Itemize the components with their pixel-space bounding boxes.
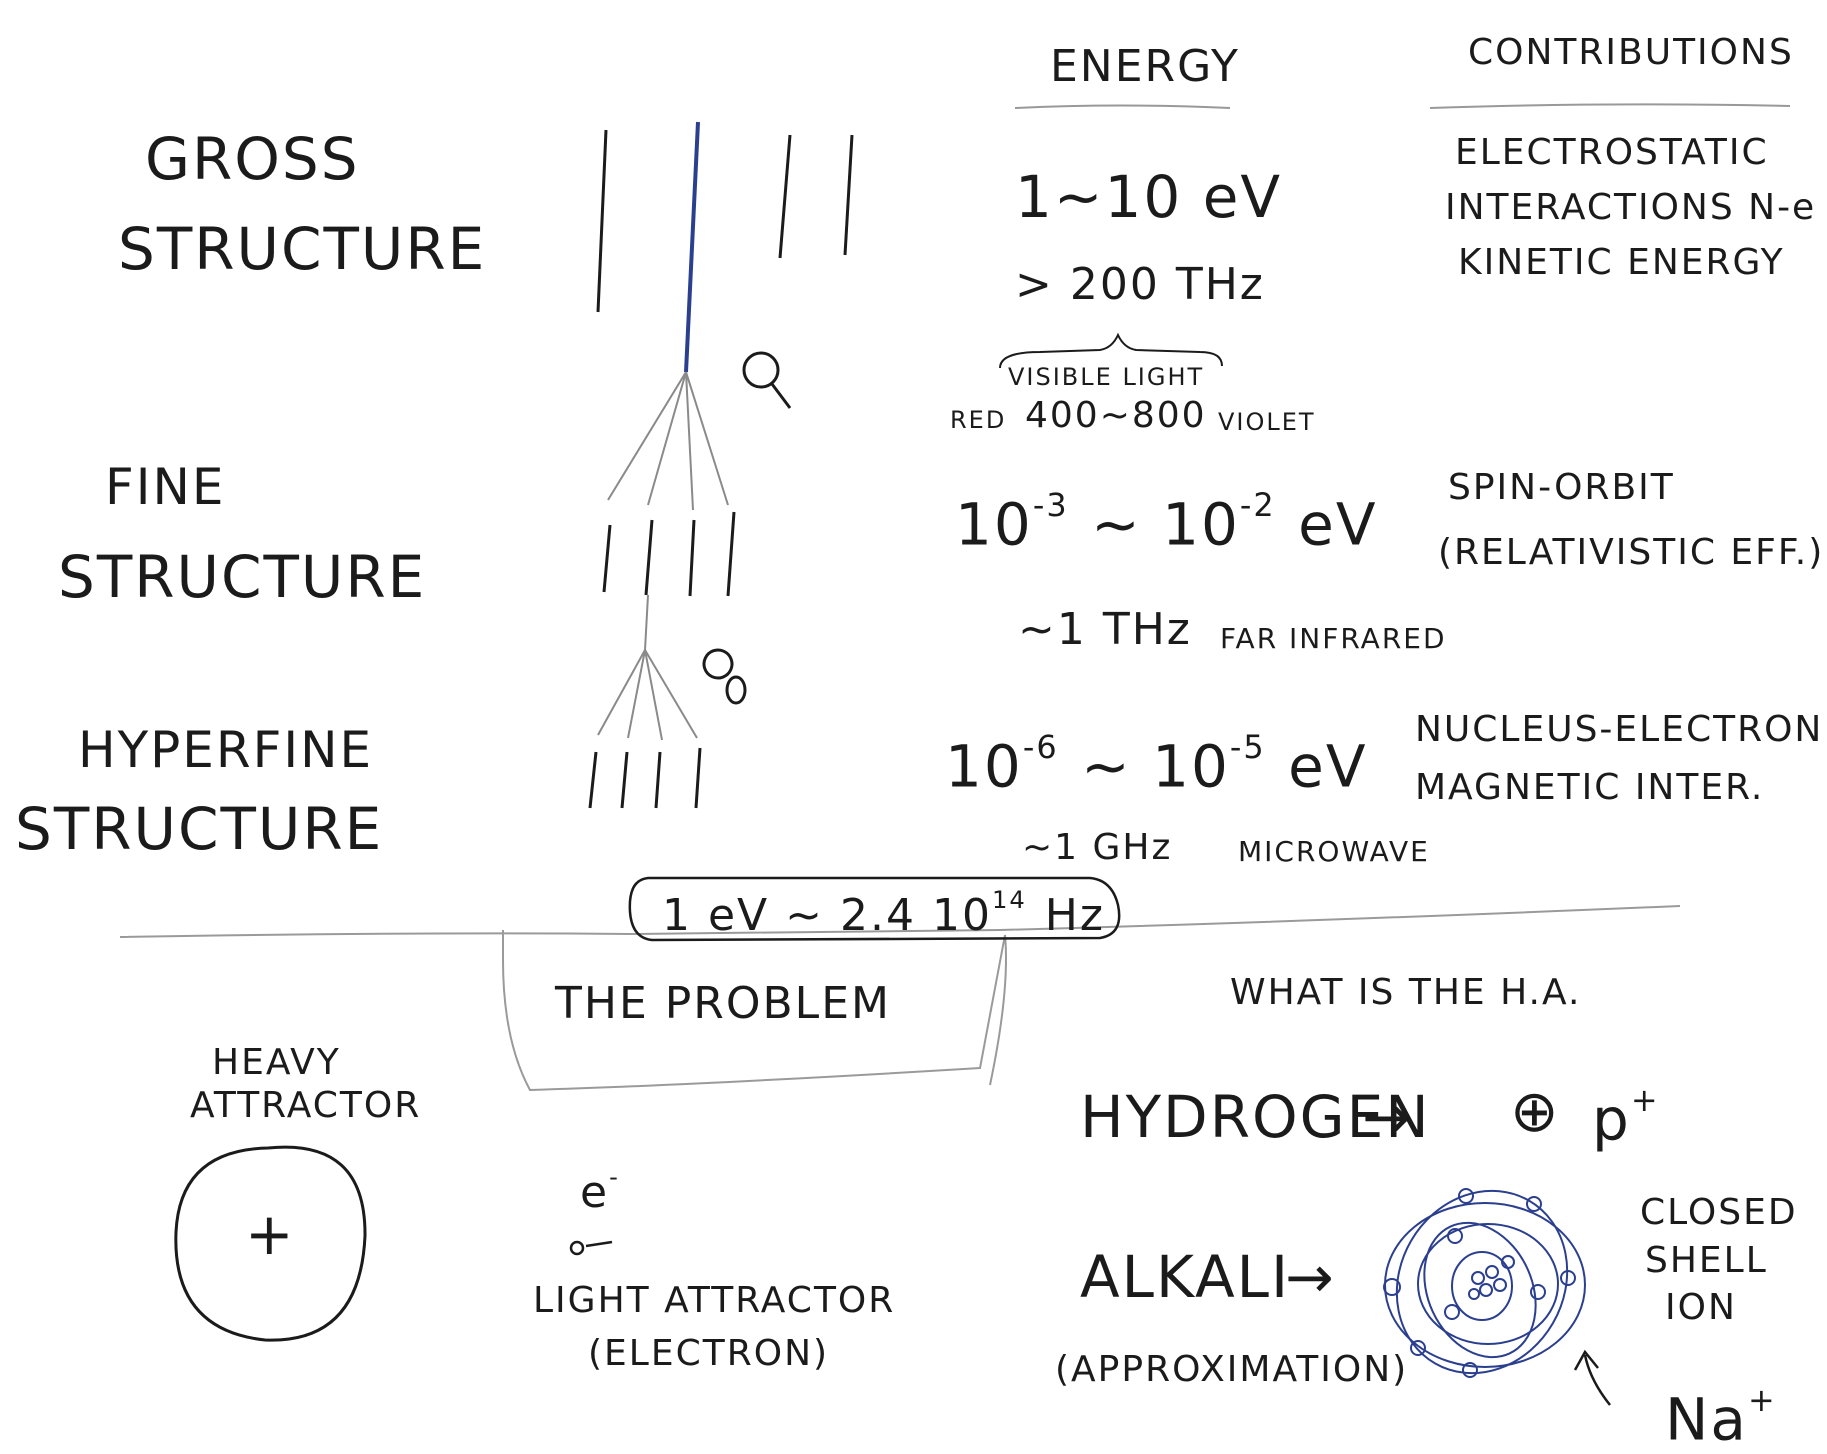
closed-shell-label-2: SHELL [1645,1240,1768,1281]
fine-label-2: STRUCTURE [58,543,427,611]
light-attractor-label-1: LIGHT ATTRACTOR [533,1280,896,1321]
energy-header: ENERGY [1050,41,1240,92]
alkali-atom-diagram [1383,1188,1586,1378]
electron-dot [569,1240,585,1256]
fine-energy-sep: ~ [1091,490,1142,559]
heavy-attractor-circle [174,1145,367,1342]
closed-shell-label-1: CLOSED [1640,1192,1798,1233]
fine-band: FAR INFRARED [1220,622,1447,655]
hyperfine-energy-unit: eV [1288,732,1368,801]
visible-light-label: VISIBLE LIGHT [1008,363,1205,391]
closed-shell-label-3: ION [1665,1287,1737,1328]
fine-frequency: ~1 THz [1018,604,1192,655]
plus-sign: + [245,1200,296,1268]
red-label: RED [950,406,1007,434]
gross-contribution-3: KINETIC ENERGY [1458,242,1785,283]
hyperfine-energy-base-1: 10 [945,732,1023,801]
gross-contribution-2: INTERACTIONS N-e [1445,187,1817,228]
gross-energy-range: 1~10 eV [1015,163,1283,231]
hyperfine-energy-sep: ~ [1081,732,1132,801]
hyperfine-energy-base-2: 10 [1152,732,1230,801]
ha-question: WHAT IS THE H.A. [1230,972,1582,1013]
hyperfine-contribution-2: MAGNETIC INTER. [1415,767,1765,808]
electron-symbol-letter: e [580,1166,610,1218]
violet-label: VIOLET [1218,408,1316,436]
hyperfine-frequency: ~1 GHz [1022,827,1173,868]
gross-label-1: GROSS [145,125,360,193]
conversion-unit: Hz [1044,889,1105,941]
gross-level-lines [596,121,854,373]
hyperfine-energy-exp-2: -5 [1229,728,1266,766]
visible-light-brace [999,332,1223,369]
hyperfine-contribution-1: NUCLEUS-ELECTRON [1415,709,1824,750]
fine-energy-unit: eV [1298,490,1378,559]
wavelength-range: 400~800 [1025,395,1207,436]
proton-charge: + [1630,1081,1660,1119]
problem-box [502,930,1006,1092]
heavy-attractor-label-1: HEAVY [212,1042,341,1083]
sodium-charge: + [1747,1381,1777,1419]
section-divider [119,905,1681,938]
hyperfine-label-1: HYPERFINE [78,721,374,779]
proton-label: p+ [1592,1084,1662,1149]
contributions-header: CONTRIBUTIONS [1468,32,1794,73]
magnifier-icon [742,351,792,409]
fine-stem [644,594,649,651]
energy-underline [1014,104,1231,109]
hydrogen-arrow: → [1362,1083,1413,1151]
fine-energy-exp-1: -3 [1032,486,1069,524]
conversion-prefix: 1 eV ~ 2.4 10 [662,889,992,941]
sodium-ion-label: Na+ [1665,1384,1779,1449]
heavy-attractor-label-2: ATTRACTOR [190,1085,422,1126]
hyperfine-band: MICROWAVE [1238,835,1430,868]
alkali-arrow: → [1285,1243,1336,1311]
alkali-label: ALKALI [1080,1243,1291,1311]
hydrogen-label: HYDROGEN [1080,1083,1431,1151]
gross-frequency: > 200 THz [1015,259,1265,310]
proton-icon: ⊕ [1510,1077,1561,1145]
light-attractor-label-2: (ELECTRON) [588,1333,830,1374]
fine-to-hyperfine-fan [597,649,698,741]
fine-energy-range: 10-3 ~ 10-2 eV [955,489,1378,554]
fine-energy-exp-2: -2 [1239,486,1276,524]
proton-letter: p [1592,1085,1631,1154]
sodium-symbol: Na [1665,1385,1748,1454]
electron-symbol: e- [580,1165,622,1215]
hyperfine-label-2: STRUCTURE [15,795,384,863]
fine-energy-base-2: 10 [1162,490,1240,559]
gross-label-2: STRUCTURE [118,215,487,283]
hyperfine-energy-exp-1: -6 [1022,728,1059,766]
fine-level-lines [602,511,736,597]
conversion-exponent: 14 [991,886,1027,914]
conversion-formula: 1 eV ~ 2.4 1014 Hz [662,888,1105,938]
contributions-underline [1429,103,1791,109]
electron-symbol-charge: - [609,1163,620,1191]
fine-contribution-1: SPIN-ORBIT [1448,467,1675,508]
gross-to-fine-fan [607,371,729,511]
arrow-icon [1573,1349,1611,1406]
fine-energy-base-1: 10 [955,490,1033,559]
fine-contribution-2: (RELATIVISTIC EFF.) [1438,532,1825,573]
approximation-label: (APPROXIMATION) [1055,1349,1409,1390]
problem-title: THE PROBLEM [555,978,891,1029]
gross-contribution-1: ELECTROSTATIC [1455,132,1769,173]
hyperfine-level-lines [588,747,702,809]
magnifier-icon [702,648,747,705]
conversion-box [628,876,1121,942]
fine-label-1: FINE [105,458,226,516]
hyperfine-energy-range: 10-6 ~ 10-5 eV [945,731,1368,796]
